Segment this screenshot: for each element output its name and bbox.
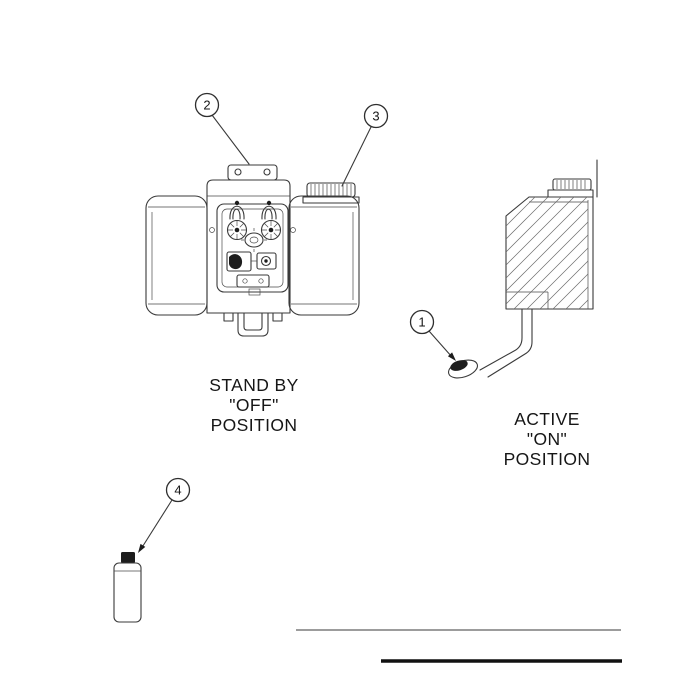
center-emblem [244, 232, 264, 248]
callout-1-circle [409, 309, 435, 335]
callout-4-leader [140, 499, 173, 550]
manifold-outlet [248, 288, 261, 296]
side-screw-left [209, 227, 215, 233]
active-body-detail [506, 200, 589, 309]
active-cap-ribs [556, 180, 586, 189]
callout-1: 1 [409, 309, 456, 361]
callout-1-number: 1 [418, 315, 425, 330]
callout-3: 3 [341, 103, 389, 187]
callout-2-leader [211, 114, 250, 165]
valve-knob-center [264, 259, 268, 263]
right-tank-outline [288, 195, 360, 316]
active-label-line2: "ON" [527, 429, 567, 449]
bottle-body [113, 562, 142, 623]
center-emblem-inner [249, 236, 259, 244]
callout-2: 2 [194, 92, 250, 165]
active-cap-flange [547, 189, 594, 198]
callout-3-circle [363, 103, 389, 129]
spray-head-right-spokes [262, 221, 280, 239]
side-screw-right [290, 227, 296, 233]
standby-unit-drawing [145, 164, 360, 337]
callout-4-circle [165, 477, 191, 503]
callout-2-number: 2 [203, 98, 210, 113]
bottom-u-pipe [237, 312, 269, 337]
standby-label-line3: POSITION [211, 415, 298, 435]
manifold [236, 274, 270, 288]
spray-head-left-center [234, 227, 240, 233]
standby-label-line1: STAND BY [209, 375, 298, 395]
center-emblem-ticks [241, 228, 267, 252]
bottle-cap [121, 552, 135, 563]
tank-detail-lines [148, 195, 357, 305]
standby-label-line2: "OFF" [229, 395, 278, 415]
callout-1-leader [428, 330, 453, 358]
pull-arm [479, 308, 533, 378]
active-body-hatching [506, 197, 588, 309]
loop-fitting-right [266, 200, 272, 206]
bracket-screw-left [234, 168, 242, 176]
manifold-port-left [242, 278, 248, 284]
callout-4-arrowhead [138, 543, 146, 553]
housing-outline [206, 179, 291, 314]
standby-label: STAND BY "OFF" POSITION [209, 375, 298, 435]
valve-knob [260, 255, 272, 267]
valve-handle [229, 254, 243, 270]
spray-head-right-center [268, 227, 274, 233]
bottom-border-lines [296, 629, 622, 663]
foot-right [272, 312, 283, 322]
foot-left [223, 312, 234, 322]
cap-flange [302, 196, 360, 204]
spray-head-right [260, 219, 282, 241]
mounting-bracket [227, 164, 278, 181]
spray-head-left [226, 219, 248, 241]
callout-4-number: 4 [174, 483, 181, 498]
callout-3-leader [341, 126, 372, 187]
cap-ribs [310, 184, 352, 196]
active-unit-drawing [447, 159, 598, 379]
manifold-port-right [258, 278, 264, 284]
face-panel [216, 203, 289, 293]
bottle-drawing [113, 552, 142, 623]
loop-fitting-left [234, 200, 240, 206]
active-label-line1: ACTIVE [514, 409, 580, 429]
callout-1-arrowhead [447, 352, 456, 361]
callout-4: 4 [138, 477, 191, 553]
pedal-knob [450, 360, 468, 371]
active-body-outline [505, 196, 594, 310]
active-label-line3: POSITION [504, 449, 591, 469]
bracket-screw-right [263, 168, 271, 176]
left-tank-outline [145, 195, 208, 316]
spray-head-left-spokes [228, 221, 246, 239]
callout-2-circle [194, 92, 220, 118]
hose-loops [229, 205, 277, 220]
callout-3-number: 3 [372, 109, 379, 124]
valve-body-left [226, 251, 252, 272]
active-label: ACTIVE "ON" POSITION [504, 409, 591, 469]
